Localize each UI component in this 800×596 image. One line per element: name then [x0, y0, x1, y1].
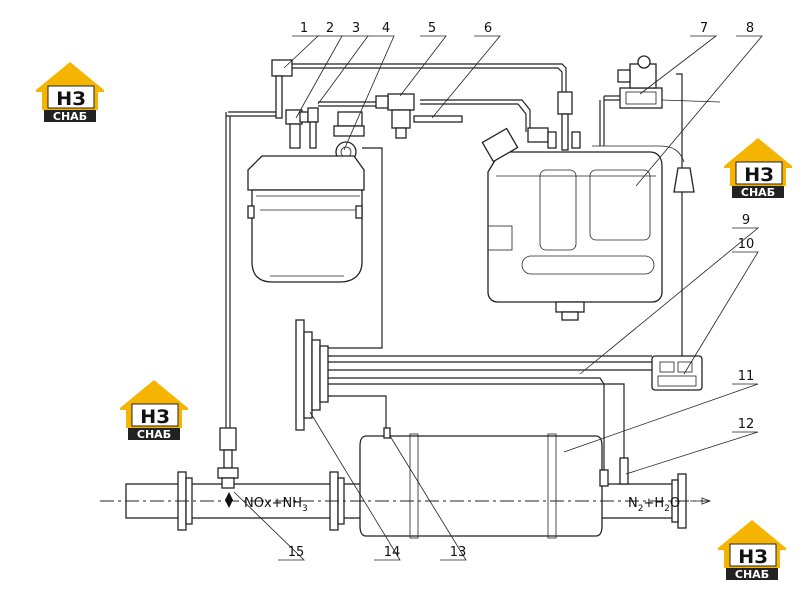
- component-nox-sensor-assembly: [271, 59, 309, 149]
- logo-subtitle: СНАБ: [735, 568, 769, 581]
- svg-text:NOx+NH3: NOx+NH3: [244, 496, 308, 514]
- callout-12: 12: [738, 417, 755, 432]
- callout-13: 13: [450, 545, 467, 560]
- callout-11: 11: [738, 369, 755, 384]
- logo-letters: НЗ: [738, 546, 767, 568]
- callout-5: 5: [428, 21, 436, 36]
- inlet-formula-sub: 3: [302, 504, 308, 514]
- outlet-formula-sub2: 2: [664, 504, 670, 514]
- logo-letters: НЗ: [744, 164, 773, 186]
- callout-10: 10: [738, 237, 755, 252]
- leader-lines: [233, 35, 763, 561]
- callout-8: 8: [746, 21, 754, 36]
- logo-subtitle: СНАБ: [53, 110, 87, 123]
- logo-letters: НЗ: [140, 406, 169, 428]
- component-filter: [375, 93, 415, 139]
- callout-labels: 1 2 3 4 5 6 7 8 9 10 11 12 13 14 15: [288, 21, 755, 560]
- callout-4: 4: [382, 21, 390, 36]
- inlet-formula-main: NOx+NH: [244, 496, 302, 511]
- component-mounting-plate: [295, 319, 329, 431]
- component-pipe-6: [413, 115, 463, 123]
- component-urea-tank: [481, 127, 695, 321]
- logo-watermark-bottom-right: НЗ СНАБ: [718, 520, 786, 581]
- callout-3: 3: [352, 21, 360, 36]
- callout-1: 1: [300, 21, 308, 36]
- logo-subtitle: СНАБ: [137, 428, 171, 441]
- component-tank-fittings: [527, 91, 581, 151]
- callout-6: 6: [484, 21, 492, 36]
- logo-watermark-left-middle: НЗ СНАБ: [120, 380, 188, 441]
- component-solenoid-valve: [617, 55, 663, 109]
- logo-watermark-top-left: НЗ СНАБ: [36, 62, 104, 123]
- outlet-gas-label: N2+H2O: [628, 496, 680, 514]
- component-scr-catalyst: [359, 427, 629, 539]
- component-supply-pump: [333, 111, 365, 163]
- svg-text:N2+H2O: N2+H2O: [628, 496, 680, 514]
- inlet-gas-label: NOx+NH3: [244, 496, 308, 514]
- callout-2: 2: [326, 21, 334, 36]
- outlet-formula-o: O: [670, 496, 680, 511]
- logo-letters: НЗ: [56, 88, 85, 110]
- logo-subtitle: СНАБ: [741, 186, 775, 199]
- component-dosing-module: [217, 427, 239, 508]
- component-control-unit: [651, 355, 703, 391]
- callout-7: 7: [700, 21, 708, 36]
- callout-9: 9: [742, 213, 750, 228]
- piping-lines: [225, 63, 721, 470]
- logo-watermark-right: НЗ СНАБ: [724, 138, 792, 199]
- outlet-formula-h: +H: [643, 496, 664, 511]
- outlet-formula-sub1: 2: [638, 504, 644, 514]
- component-fitting-3: [307, 107, 319, 149]
- callout-14: 14: [384, 545, 401, 560]
- callout-15: 15: [288, 545, 305, 560]
- outlet-formula-n: N: [628, 496, 638, 511]
- component-left-tank: [247, 155, 365, 283]
